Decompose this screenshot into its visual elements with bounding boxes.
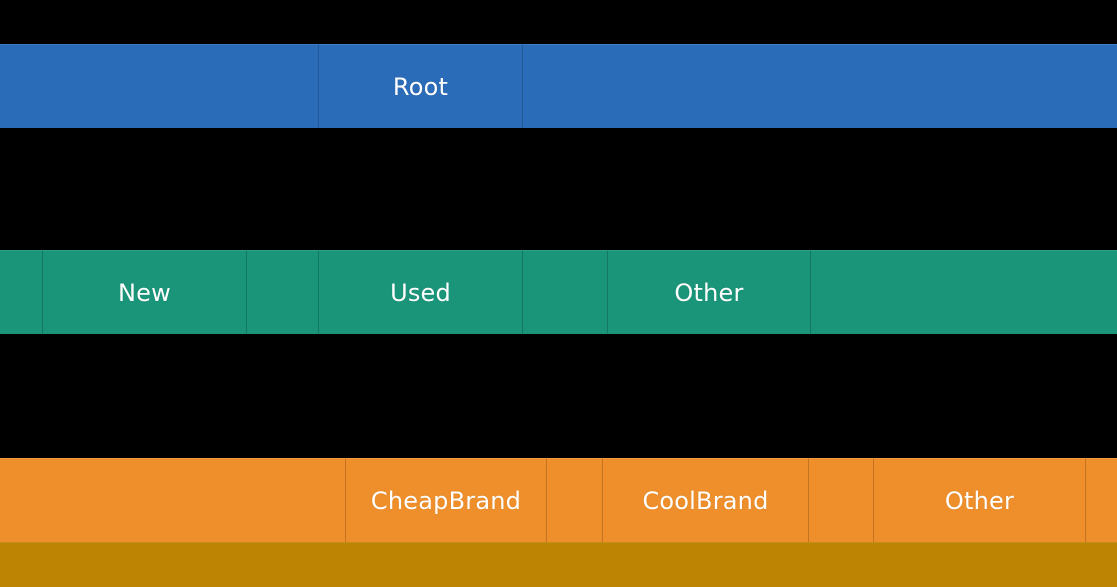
icicle-level-category-level: New Used Other bbox=[0, 250, 1117, 334]
icicle-node-segment[interactable] bbox=[0, 44, 318, 128]
icicle-node-segment[interactable] bbox=[246, 250, 318, 334]
icicle-node-label: Root bbox=[392, 72, 449, 101]
icicle-node-label: Used bbox=[390, 278, 451, 307]
icicle-node-label: Other bbox=[944, 486, 1015, 515]
icicle-node-segment[interactable] bbox=[810, 250, 1117, 334]
icicle-node-segment[interactable] bbox=[1085, 458, 1117, 542]
icicle-node-label: Other bbox=[674, 278, 744, 307]
icicle-node-new[interactable]: New bbox=[42, 250, 246, 334]
icicle-node-used[interactable]: Used bbox=[318, 250, 522, 334]
icicle-node-segment[interactable] bbox=[522, 44, 1117, 128]
icicle-node-label: New bbox=[118, 278, 171, 307]
icicle-node-segment[interactable] bbox=[0, 458, 345, 542]
icicle-node-segment[interactable] bbox=[546, 458, 602, 542]
icicle-level-leaf-level bbox=[0, 542, 1117, 587]
icicle-node-coolbrand[interactable]: CoolBrand bbox=[602, 458, 808, 542]
icicle-node-label: CoolBrand bbox=[642, 486, 769, 515]
icicle-node-other[interactable]: Other bbox=[607, 250, 810, 334]
icicle-level-brand-level: CheapBrand CoolBrand Other bbox=[0, 458, 1117, 542]
icicle-node-cheapbrand[interactable]: CheapBrand bbox=[345, 458, 546, 542]
icicle-node-root[interactable]: Root bbox=[318, 44, 522, 128]
icicle-node-segment[interactable] bbox=[0, 542, 1117, 587]
icicle-node-segment[interactable] bbox=[522, 250, 607, 334]
icicle-level-root-level: Root bbox=[0, 44, 1117, 128]
icicle-node-label: CheapBrand bbox=[370, 486, 522, 515]
icicle-node-segment[interactable] bbox=[0, 250, 42, 334]
icicle-node-segment[interactable] bbox=[808, 458, 873, 542]
icicle-node-other[interactable]: Other bbox=[873, 458, 1085, 542]
